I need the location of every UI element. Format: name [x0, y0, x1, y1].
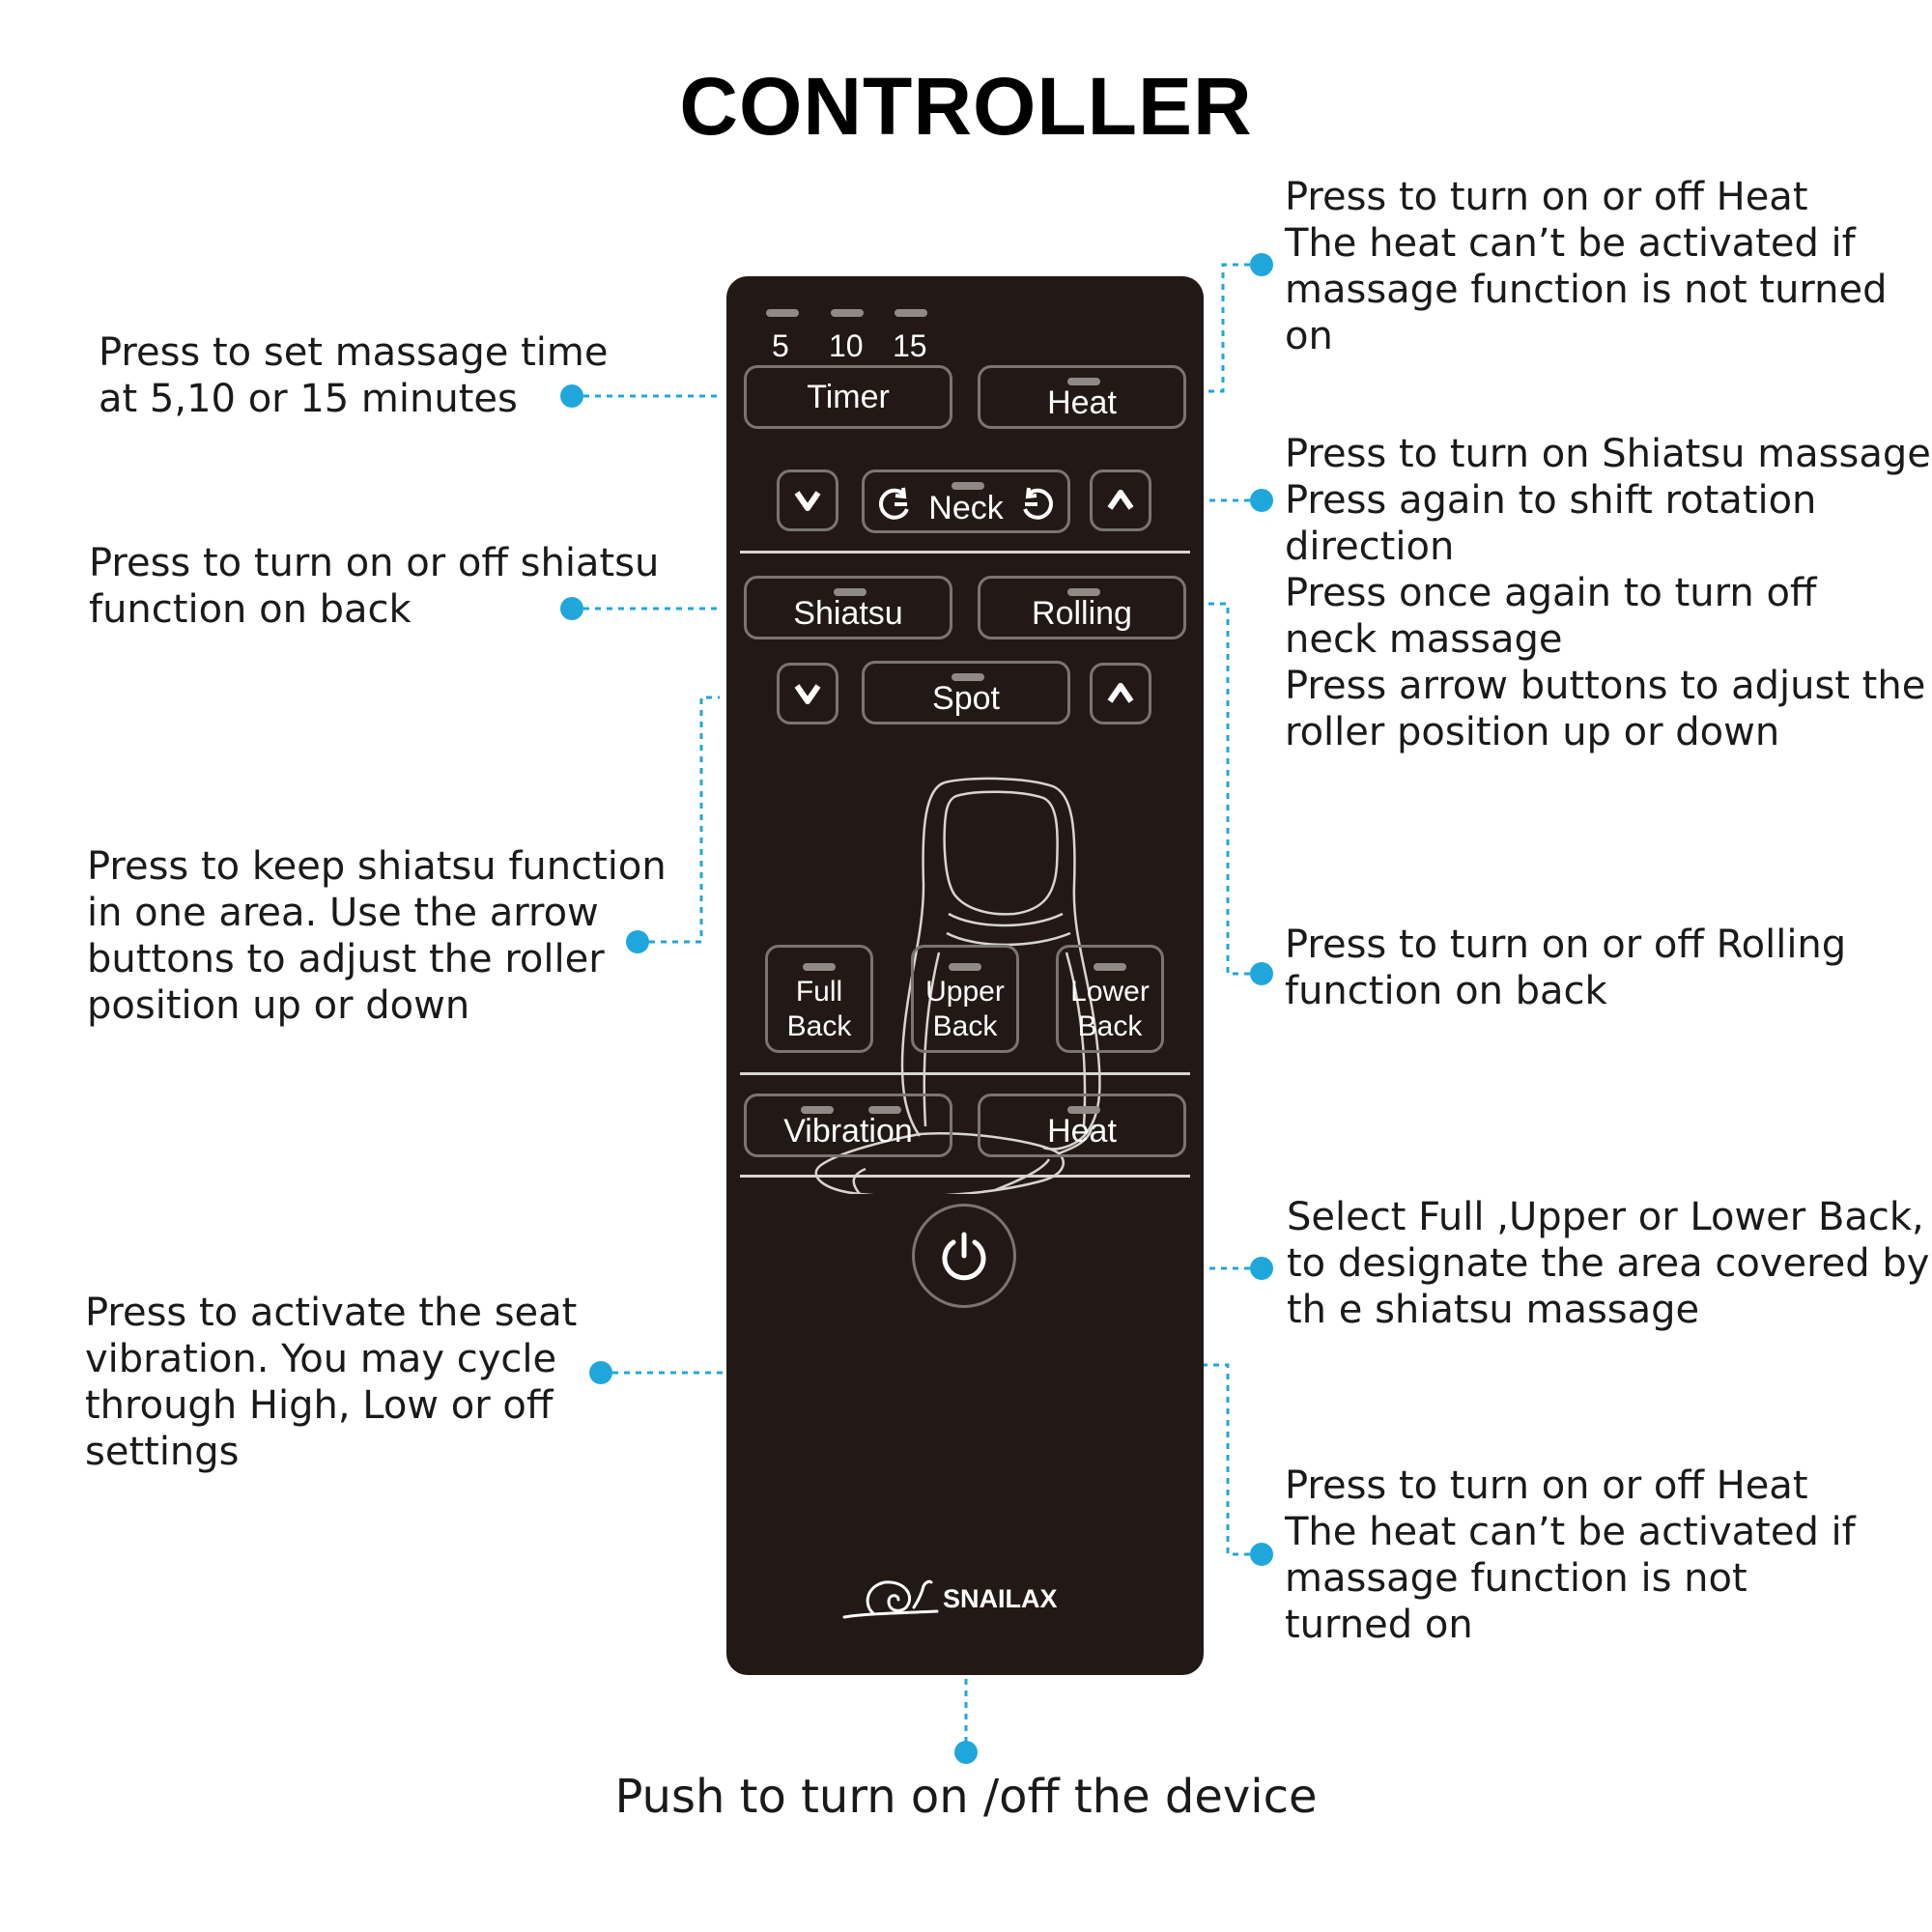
divider: [740, 551, 1190, 554]
timer-led-5: [766, 309, 799, 317]
full-back-label-line1: Full: [795, 976, 843, 1008]
lower-back-button[interactable]: Lower Back: [1056, 945, 1164, 1053]
divider: [740, 1072, 1190, 1075]
lower-back-led: [1094, 963, 1126, 971]
chevron-up-icon: [1107, 490, 1134, 510]
heat-top-annotation: Press to turn on or off Heat The heat ca…: [1285, 175, 1888, 358]
spot-button-label: Spot: [932, 679, 1000, 717]
power-button[interactable]: [912, 1204, 1016, 1308]
timer-annotation: Press to set massage time at 5,10 or 15 …: [99, 330, 609, 421]
spot-callout-dot: [626, 930, 649, 953]
vibration-button-label: Vibration: [783, 1112, 913, 1150]
rolling-callout-dot: [1250, 962, 1273, 985]
timer-value-5: 5: [772, 328, 789, 363]
rotate-clockwise-icon: [1023, 487, 1053, 520]
shiatsu-button-label: Shiatsu: [793, 594, 903, 632]
vibration-led-1: [801, 1106, 834, 1114]
chevron-up-icon: [1107, 683, 1134, 703]
divider: [740, 1175, 1190, 1178]
spot-down-button[interactable]: [777, 663, 838, 724]
neck-down-button[interactable]: [777, 469, 838, 531]
area-callout-dot: [1250, 1257, 1273, 1280]
full-back-led: [803, 963, 836, 971]
vibration-led-2: [868, 1106, 901, 1114]
neck-callout-dot: [1250, 489, 1273, 512]
upper-back-button[interactable]: Upper Back: [911, 945, 1019, 1053]
rolling-annotation: Press to turn on or off Rolling function…: [1285, 923, 1847, 1013]
shiatsu-callout-dot: [560, 597, 583, 620]
seat-heat-led: [1067, 1106, 1100, 1114]
heat-bottom-callout-dot: [1250, 1543, 1273, 1566]
shiatsu-led: [834, 588, 867, 596]
heat-top-callout-dot: [1250, 253, 1273, 276]
neck-button[interactable]: Neck: [862, 469, 1070, 533]
rolling-button-label: Rolling: [1032, 594, 1132, 632]
vibration-button[interactable]: Vibration: [744, 1094, 952, 1157]
neck-annotation: Press to turn on Shiatsu massage Press a…: [1285, 432, 1931, 754]
heat-bottom-annotation: Press to turn on or off Heat The heat ca…: [1285, 1463, 1856, 1647]
full-back-button[interactable]: Full Back: [765, 945, 873, 1053]
spot-up-button[interactable]: [1090, 663, 1151, 724]
power-icon: [942, 1232, 986, 1281]
timer-value-15: 15: [893, 328, 927, 363]
chevron-down-icon: [794, 684, 821, 704]
area-annotation: Select Full ,Upper or Lower Back, to des…: [1287, 1195, 1930, 1332]
brand-name: SNAILAX: [943, 1584, 1058, 1613]
shiatsu-annotation: Press to turn on or off shiatsu function…: [89, 541, 660, 632]
vibration-callout-dot: [589, 1361, 612, 1384]
page-title: CONTROLLER: [679, 61, 1253, 152]
chevron-down-icon: [794, 491, 821, 511]
full-back-label-line2: Back: [786, 1010, 852, 1042]
brand-logo: SNAILAX: [842, 1569, 1082, 1627]
upper-back-led: [949, 963, 981, 971]
heat-button[interactable]: Heat: [978, 365, 1186, 429]
seat-heat-button[interactable]: Heat: [978, 1094, 1186, 1157]
spot-button[interactable]: Spot: [862, 661, 1070, 724]
heat-led: [1067, 378, 1100, 385]
spot-annotation: Press to keep shiatsu function in one ar…: [87, 844, 667, 1028]
rolling-button[interactable]: Rolling: [978, 576, 1186, 639]
upper-back-label-line1: Upper: [925, 976, 1005, 1008]
snail-logo-icon: [842, 1579, 939, 1619]
rolling-led: [1067, 588, 1100, 596]
lower-back-label-line2: Back: [1077, 1010, 1143, 1042]
timer-led-15: [895, 309, 927, 317]
timer-button-label: Timer: [807, 378, 890, 415]
upper-back-label-line2: Back: [932, 1010, 998, 1042]
rotate-counterclockwise-icon: [879, 487, 909, 520]
timer-led-10: [831, 309, 864, 317]
spot-led: [952, 673, 984, 681]
neck-up-button[interactable]: [1090, 469, 1151, 531]
power-annotation: Push to turn on /off the device: [614, 1770, 1318, 1824]
lower-back-label-line1: Lower: [1070, 976, 1150, 1008]
shiatsu-button[interactable]: Shiatsu: [744, 576, 952, 639]
heat-button-label: Heat: [1047, 384, 1117, 421]
vibration-annotation: Press to activate the seat vibration. Yo…: [85, 1291, 578, 1474]
seat-heat-button-label: Heat: [1047, 1112, 1117, 1150]
neck-led: [952, 482, 984, 490]
remote-controller: 5 10 15 Timer Heat Neck Shiatsu: [726, 276, 1204, 1675]
timer-button[interactable]: Timer: [744, 365, 952, 429]
power-callout-dot: [954, 1741, 978, 1764]
timer-value-10: 10: [829, 328, 864, 363]
timer-callout-dot: [560, 384, 583, 408]
neck-button-label: Neck: [928, 489, 1004, 526]
